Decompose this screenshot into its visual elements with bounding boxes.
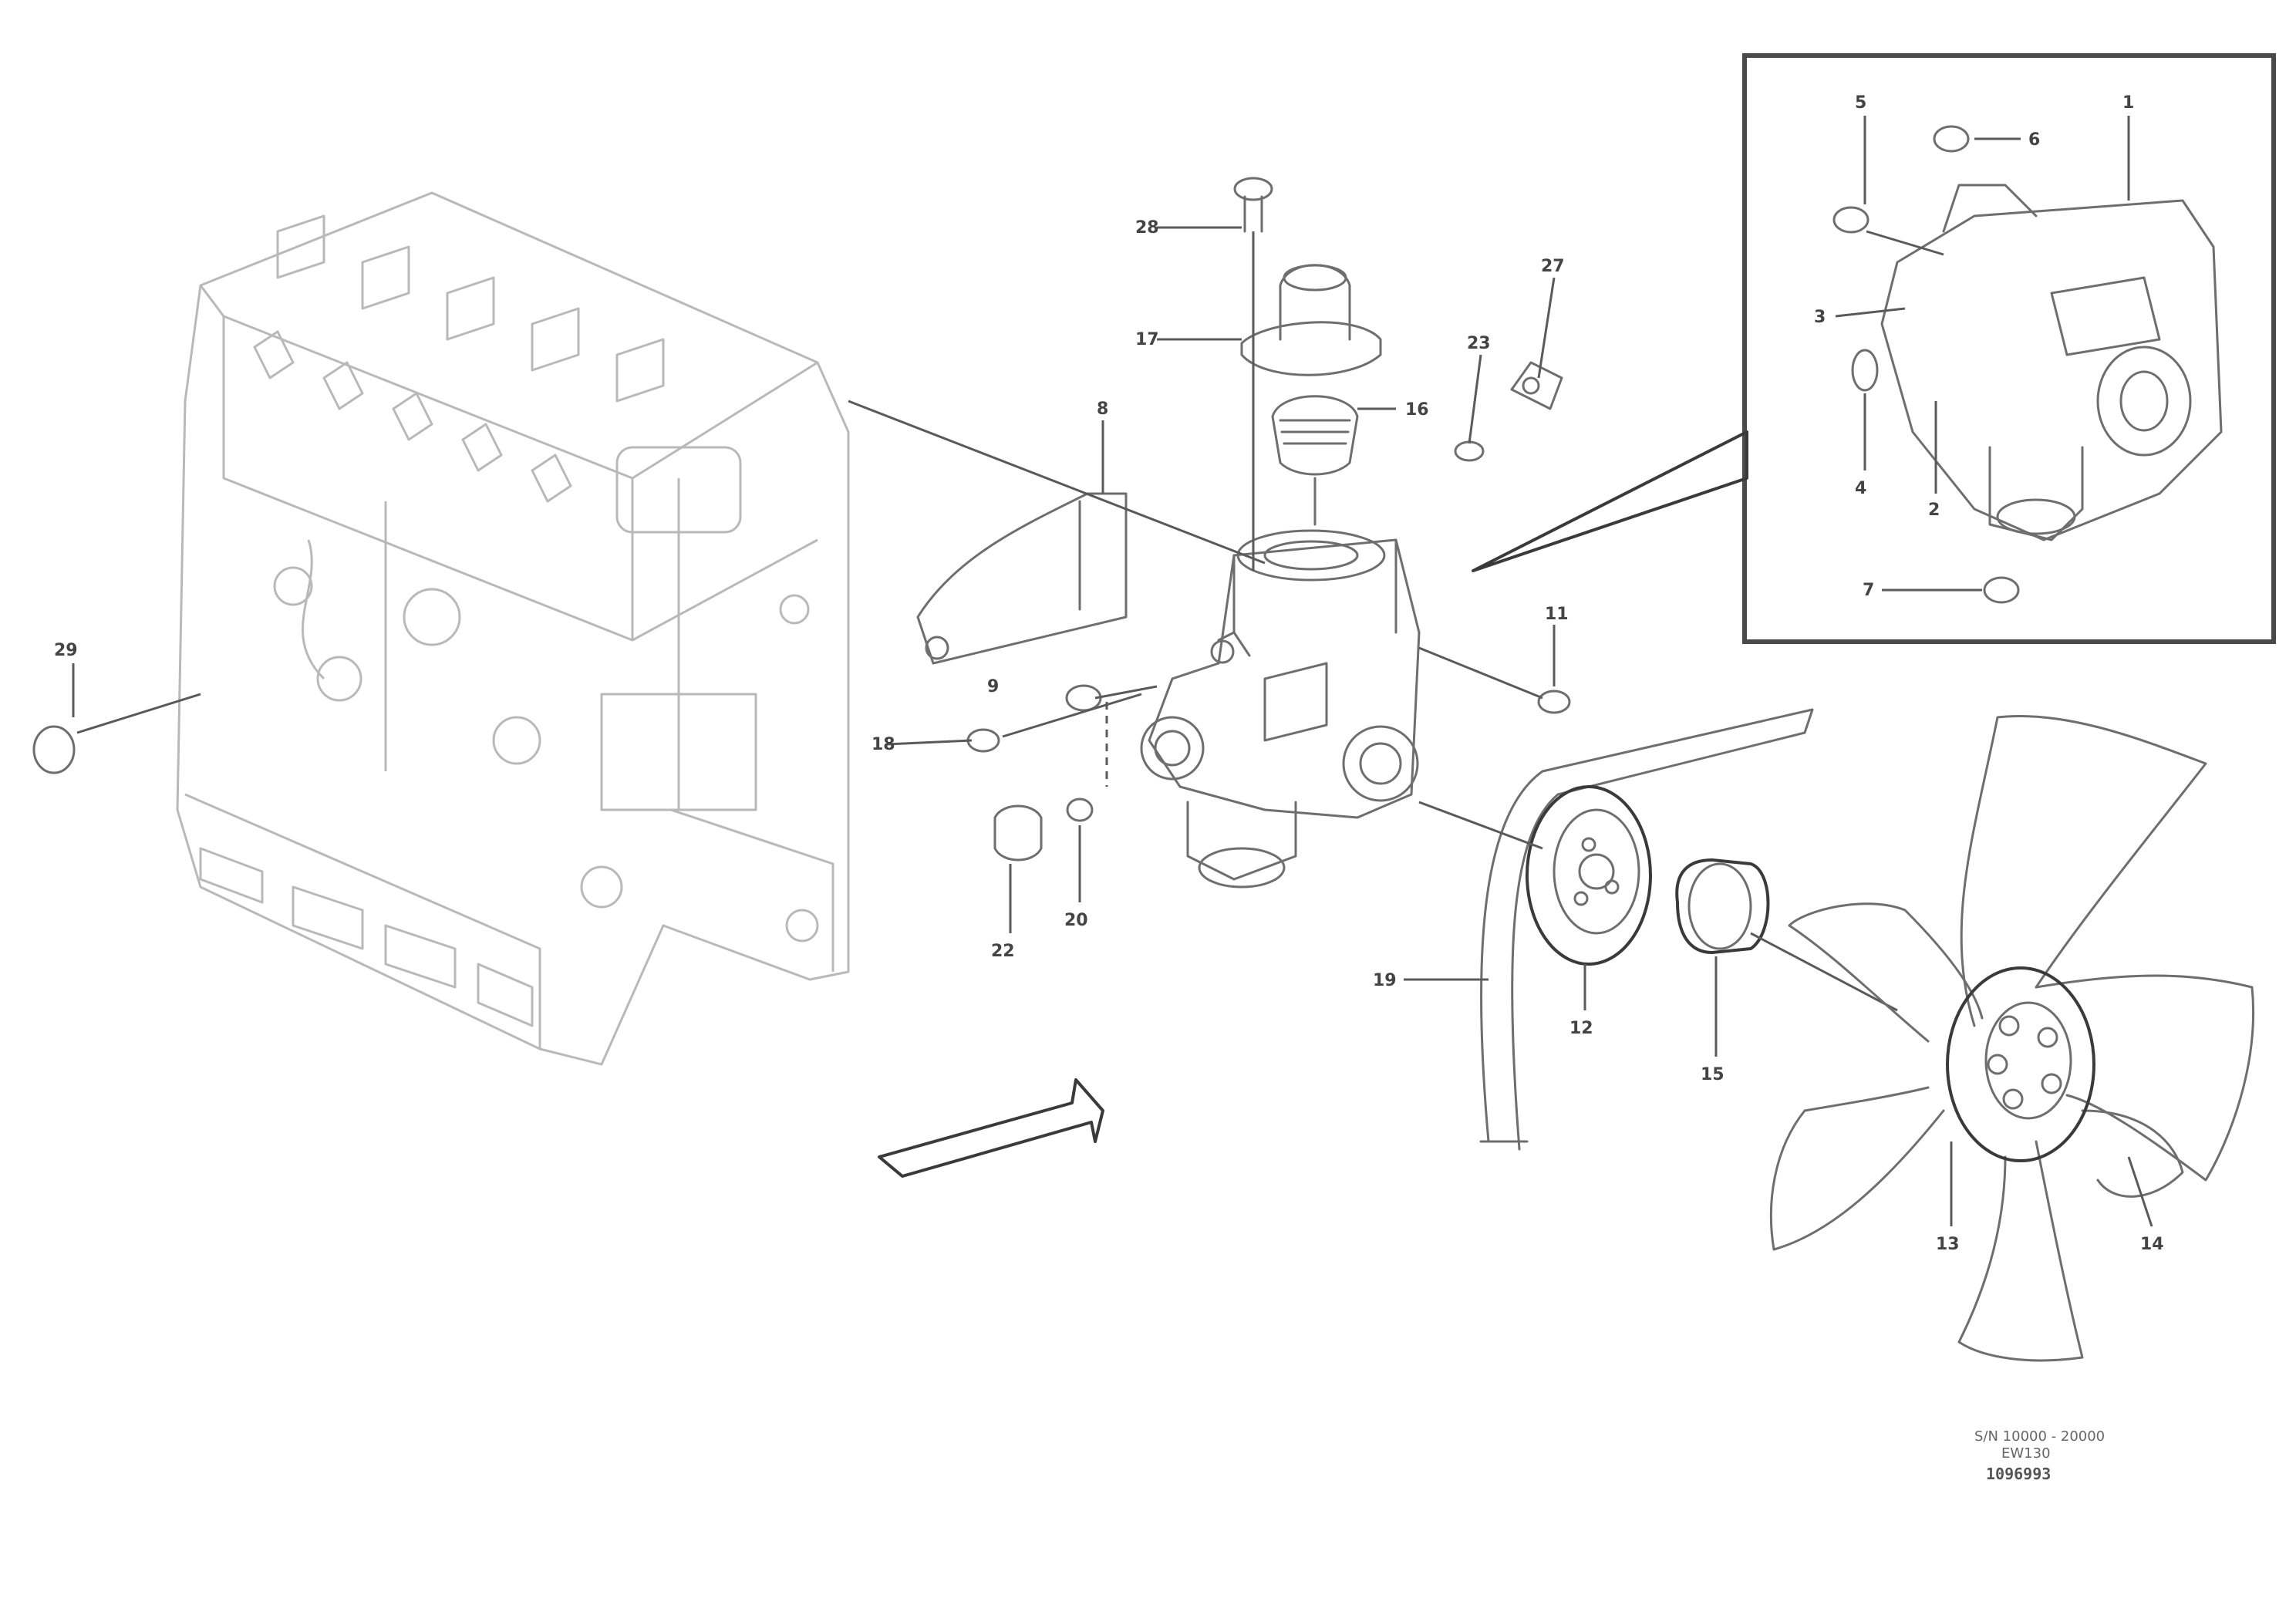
cooling-fan: [1769, 714, 2255, 1362]
callout-1: 1: [2122, 93, 2134, 113]
callout-22: 22: [991, 942, 1015, 961]
pump-small-parts: [966, 684, 1158, 862]
callout-18: 18: [872, 735, 895, 754]
callout-3: 3: [1814, 308, 1826, 327]
reference-line-1: S/N 10000 - 20000: [1974, 1428, 2105, 1445]
callout-9: 9: [987, 677, 999, 696]
callout-12: 12: [1569, 1019, 1593, 1038]
thermostat: [1271, 395, 1359, 526]
reference-image-id: 1096993: [1986, 1465, 2051, 1483]
temperature-sender: [1510, 361, 1563, 410]
reference-line-2: EW130: [2001, 1445, 2051, 1462]
view-direction-arrow: [878, 1078, 1104, 1178]
plug-29: [32, 725, 76, 774]
detail-inset: [1472, 53, 2276, 644]
callout-11: 11: [1545, 605, 1569, 624]
callout-labels: 28 17 16 27 23 8 11 9 18 29 22 20 19 12 …: [54, 93, 2164, 1254]
bracket: [916, 492, 1128, 665]
callout-28: 28: [1135, 218, 1159, 238]
engine-block: [176, 191, 850, 1066]
callout-27: 27: [1541, 257, 1565, 276]
callout-19: 19: [1373, 971, 1397, 990]
callout-5: 5: [1855, 93, 1866, 113]
callout-20: 20: [1064, 911, 1088, 930]
callout-6: 6: [2028, 130, 2040, 150]
callout-2: 2: [1928, 501, 1940, 520]
callout-13: 13: [1936, 1235, 1960, 1254]
callout-8: 8: [1097, 400, 1108, 419]
washer-23: [1454, 440, 1485, 462]
callout-16: 16: [1405, 400, 1429, 420]
water-pump-housing: [1140, 529, 1421, 889]
reference-block: S/N 10000 - 20000 EW130 1096993: [1974, 1428, 2105, 1483]
callout-15: 15: [1701, 1065, 1725, 1084]
fan-spacer: [1675, 858, 1770, 954]
callout-17: 17: [1135, 330, 1159, 349]
callout-4: 4: [1855, 479, 1866, 498]
bolt-28: [1233, 177, 1273, 571]
drive-belt: [1479, 708, 1814, 1151]
callout-23: 23: [1467, 334, 1491, 353]
callout-7: 7: [1863, 581, 1874, 600]
callout-14: 14: [2140, 1235, 2164, 1254]
bolt-11: [1418, 646, 1571, 714]
leader-lines: [72, 226, 2153, 1227]
callout-29: 29: [54, 641, 78, 660]
fan-pulley: [1526, 785, 1652, 966]
thermostat-cover: [1240, 264, 1382, 376]
